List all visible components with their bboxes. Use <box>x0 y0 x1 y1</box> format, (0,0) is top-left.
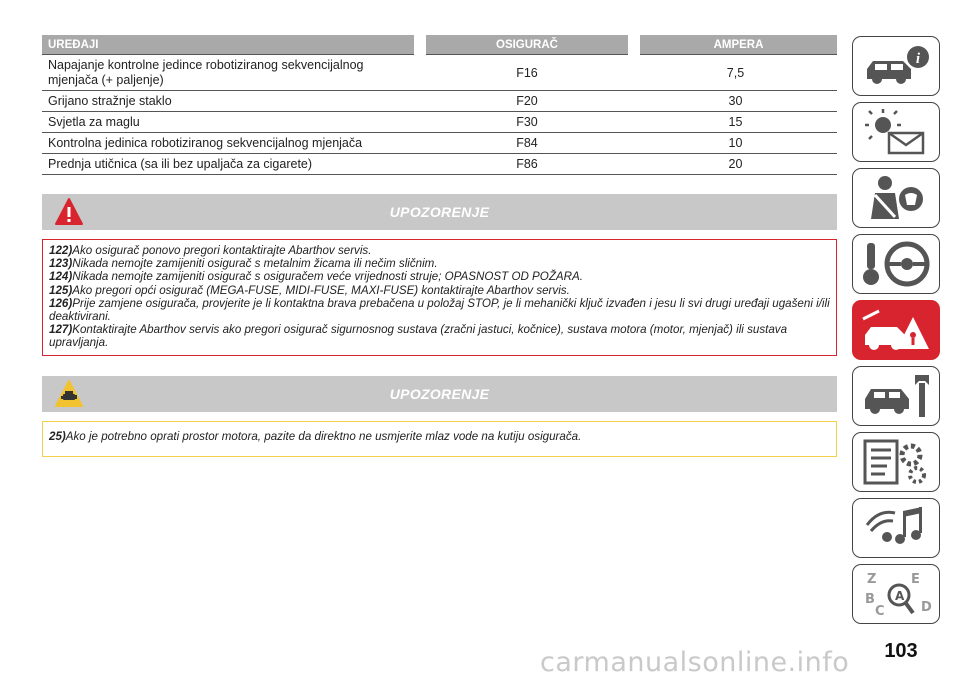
engine-warning-icon <box>55 380 83 407</box>
item-text: Nikada nemojte zamijeniti osigurač s osi… <box>72 270 583 284</box>
page-number: 103 <box>884 640 918 662</box>
warning-title: UPOZORENJE <box>389 204 490 220</box>
table-row: Kontrolna jedinica robotiziranog sekvenc… <box>42 132 837 154</box>
warning-item: 123)Nikada nemojte zamijeniti osigurač s… <box>49 257 830 270</box>
item-text: Kontaktirajte Abarthov servis ako pregor… <box>49 323 788 350</box>
warning-item: 124)Nikada nemojte zamijeniti osigurač s… <box>49 270 830 283</box>
item-number: 25) <box>49 430 66 443</box>
warning-item: 127)Kontaktirajte Abarthov servis ako pr… <box>49 323 830 349</box>
steering-key-icon <box>863 241 930 287</box>
item-number: 125) <box>49 283 73 297</box>
tab-signal-music[interactable] <box>852 498 940 558</box>
table-row: Napajanje kontrolne jedince robotizirano… <box>42 54 837 91</box>
item-text: Nikada nemojte zamijeniti osigurač s met… <box>72 257 438 271</box>
warning-item: 126)Prije zamjene osigurača, provjerite … <box>49 297 830 323</box>
ampere-cell: 10 <box>634 132 837 154</box>
warning-header-red: UPOZORENJE <box>42 194 837 230</box>
device-cell: Napajanje kontrolne jedince robotizirano… <box>42 54 420 91</box>
warning-header-yellow: UPOZORENJE <box>42 376 837 412</box>
car-info-icon: i <box>867 46 929 84</box>
item-text: Ako osigurač ponovo pregori kontaktirajt… <box>72 244 372 257</box>
tab-document-gears[interactable] <box>852 432 940 492</box>
item-text: Ako pregori opći osigurač (MEGA-FUSE, MI… <box>72 283 570 297</box>
warning-title: UPOZORENJE <box>389 386 490 402</box>
fuse-cell: F30 <box>420 111 634 133</box>
svg-text:D: D <box>921 600 932 615</box>
item-number: 123) <box>49 257 73 271</box>
tab-lights-mail[interactable] <box>852 102 940 162</box>
device-cell: Kontrolna jedinica robotiziranog sekvenc… <box>42 132 420 154</box>
tab-steering-key[interactable] <box>852 234 940 294</box>
tab-car-wrench[interactable] <box>852 366 940 426</box>
fuse-cell: F20 <box>420 90 634 112</box>
device-cell: Prednja utičnica (sa ili bez upaljača za… <box>42 153 420 175</box>
seat-belt-icon <box>871 176 923 219</box>
tab-car-info[interactable]: i <box>852 36 940 96</box>
watermark: carmanualsonline.info <box>540 647 850 678</box>
device-cell: Svjetla za maglu <box>42 111 420 133</box>
warning-body-yellow: 25)Ako je potrebno oprati prostor motora… <box>42 421 837 458</box>
signal-music-icon <box>865 507 922 544</box>
fuse-table: UREĐAJI OSIGURAČ AMPERA Napajanje kontro… <box>42 35 837 175</box>
svg-text:B: B <box>865 592 875 607</box>
item-text: Prije zamjene osigurača, provjerite je l… <box>49 296 830 324</box>
document-gears-icon <box>863 439 926 485</box>
item-number: 127) <box>49 323 73 337</box>
warning-item: 125)Ako pregori opći osigurač (MEGA-FUSE… <box>49 284 830 297</box>
tab-car-breakdown[interactable] <box>852 300 940 360</box>
item-number: 124) <box>49 270 73 284</box>
header-fuse: OSIGURAČ <box>420 35 640 55</box>
warning-item: 122)Ako osigurač ponovo pregori kontakti… <box>49 244 830 257</box>
warning-item: 25)Ako je potrebno oprati prostor motora… <box>49 426 830 451</box>
warning-body-red: 122)Ako osigurač ponovo pregori kontakti… <box>42 239 837 356</box>
svg-text:Z: Z <box>867 572 876 587</box>
item-text: Ako je potrebno oprati prostor motora, p… <box>65 430 582 443</box>
lights-mail-icon <box>865 109 925 155</box>
table-row: Prednja utičnica (sa ili bez upaljača za… <box>42 153 837 175</box>
header-ampere: AMPERA <box>634 35 837 55</box>
ampere-cell: 15 <box>634 111 837 133</box>
svg-text:E: E <box>911 572 920 587</box>
table-row: Grijano stražnje staklo F20 30 <box>42 90 837 112</box>
table-row: Svjetla za maglu F30 15 <box>42 111 837 133</box>
ampere-cell: 30 <box>634 90 837 112</box>
device-text: Napajanje kontrolne jedince robotizirano… <box>48 58 364 87</box>
car-wrench-icon <box>865 375 929 417</box>
item-number: 122) <box>49 244 73 257</box>
tab-seat-belt[interactable] <box>852 168 940 228</box>
ampere-cell: 7,5 <box>634 54 837 91</box>
alphabet-search-icon: Z E BC D A <box>865 572 932 619</box>
fuse-cell: F16 <box>420 54 634 91</box>
device-cell: Grijano stražnje staklo <box>42 90 420 112</box>
ampere-cell: 20 <box>634 153 837 175</box>
item-number: 126) <box>49 296 73 310</box>
warning-triangle-icon <box>55 198 83 225</box>
svg-text:C: C <box>875 604 885 619</box>
header-devices: UREĐAJI <box>42 35 426 55</box>
fuse-cell: F86 <box>420 153 634 175</box>
fuse-cell: F84 <box>420 132 634 154</box>
svg-text:i: i <box>916 51 921 67</box>
svg-text:A: A <box>895 589 905 603</box>
table-header-row: UREĐAJI OSIGURAČ AMPERA <box>42 35 837 55</box>
car-breakdown-icon <box>862 309 929 350</box>
